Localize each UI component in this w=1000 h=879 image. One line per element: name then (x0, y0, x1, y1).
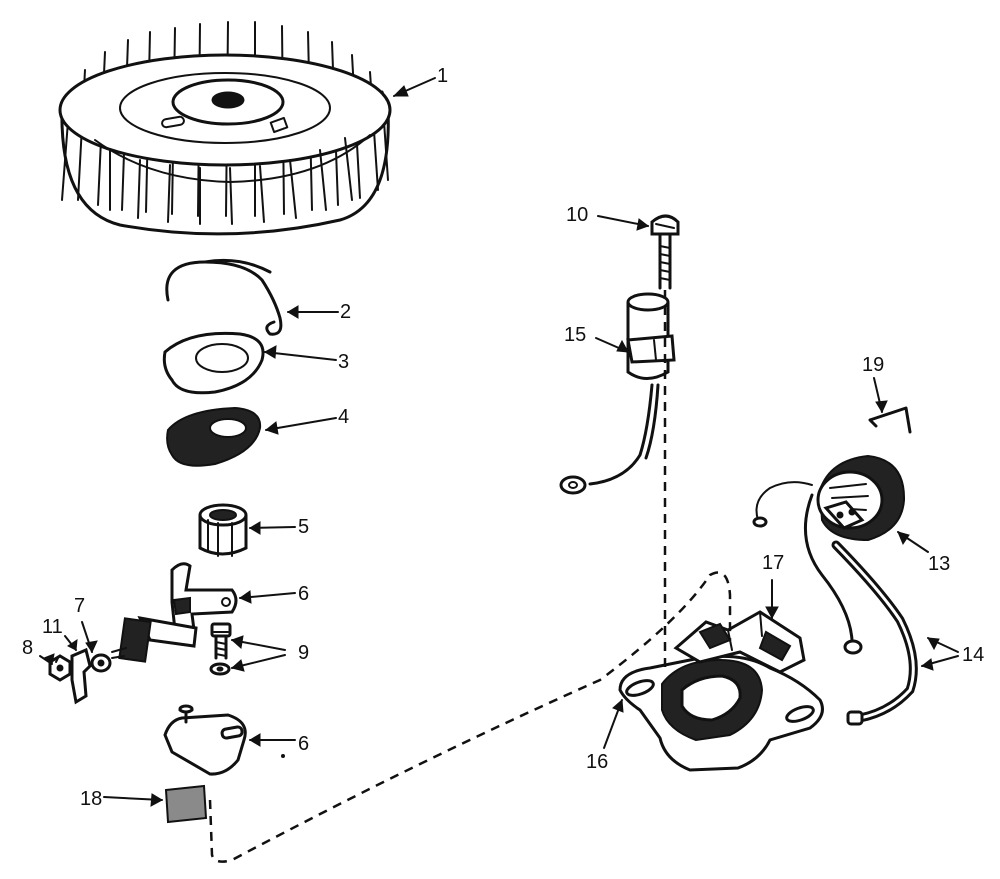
callout-17: 17 (762, 552, 784, 574)
callout-2: 2 (340, 301, 351, 323)
breaker-cover (164, 784, 208, 824)
callout-11: 11 (42, 616, 63, 638)
callout-6b: 6 (298, 733, 309, 755)
pressure-washer (90, 653, 112, 673)
callout-15: 15 (564, 324, 586, 346)
breaker-arm (111, 562, 238, 663)
flywheel (58, 21, 392, 236)
callout-5: 5 (298, 516, 309, 538)
condenser-screw (650, 214, 680, 290)
callout-14: 14 (962, 644, 984, 666)
leader-arrows (39, 77, 959, 807)
callout-4: 4 (338, 406, 349, 428)
insulator (70, 647, 92, 705)
callout-numbers: 1 2 3 4 5 6 6 7 8 9 10 11 13 14 15 16 17… (22, 65, 984, 810)
callout-9: 9 (298, 642, 309, 664)
callout-10: 10 (566, 204, 588, 226)
coil-bracket (673, 610, 806, 674)
callout-19: 19 (862, 354, 884, 376)
felt-retainer (162, 331, 265, 395)
retainer-clip (868, 406, 912, 434)
spring-clip (165, 258, 283, 336)
callout-3: 3 (338, 351, 349, 373)
callout-6a: 6 (298, 583, 309, 605)
ignition-coil (752, 454, 906, 542)
lead-wires (803, 493, 918, 726)
felt-wick (166, 406, 262, 467)
callout-13: 13 (928, 553, 950, 575)
screw-washer (209, 622, 232, 676)
callout-7: 7 (74, 595, 85, 617)
armature-core (618, 654, 824, 772)
bushing (198, 503, 248, 557)
condenser (559, 292, 676, 495)
breaker-plate (163, 704, 285, 776)
callout-1: 1 (437, 65, 448, 87)
callout-18: 18 (80, 788, 102, 810)
callout-16: 16 (586, 751, 608, 773)
callout-8: 8 (22, 637, 33, 659)
assembly-lines (208, 290, 732, 863)
